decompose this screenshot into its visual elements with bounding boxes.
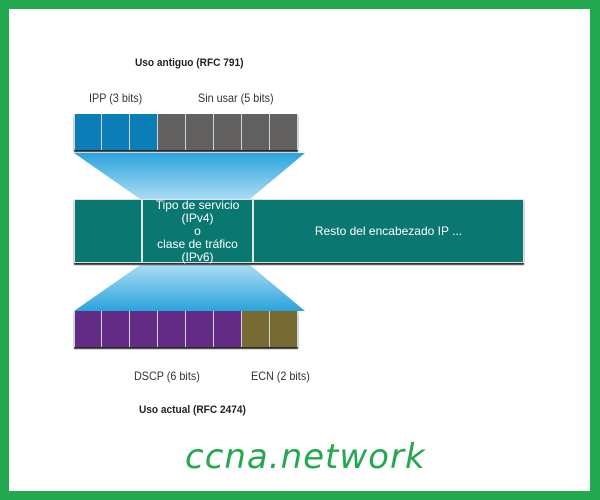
ipp-label: IPP (3 bits): [89, 91, 143, 105]
old-bit-sin-usar: [158, 114, 186, 150]
dscp-label: DSCP (6 bits): [134, 369, 200, 383]
new-bit-dscp: [74, 311, 102, 347]
old-bit-sin-usar: [242, 114, 270, 150]
new-bit-dscp: [158, 311, 186, 347]
rest-of-header-field: Resto del encabezado IP ...: [252, 200, 523, 262]
diagram-canvas: Uso antiguo (RFC 791) IPP (3 bits) Sin u…: [9, 9, 590, 491]
old-bit-sin-usar: [214, 114, 242, 150]
new-ds-bit-row: [74, 311, 298, 347]
header-leading-field: [75, 200, 141, 262]
tos-field: Tipo de servicio (IPv4) o clase de tráfi…: [141, 197, 252, 264]
bottom-funnel: [74, 265, 305, 311]
tos-label-line1: Tipo de servicio (IPv4): [155, 197, 240, 225]
old-bit-ipp: [130, 114, 158, 150]
new-bit-ecn: [242, 311, 270, 347]
old-tos-bit-row: [74, 114, 298, 150]
unused-label: Sin usar (5 bits): [198, 91, 274, 105]
watermark-logo: ccna.network: [185, 437, 426, 477]
old-bit-sin-usar: [270, 114, 298, 150]
ip-header-bar: Tipo de servicio (IPv4) o clase de tráfi…: [74, 197, 524, 264]
new-bit-dscp: [214, 311, 242, 347]
tos-label-line2: o: [194, 223, 201, 238]
top-funnel: [74, 153, 305, 199]
new-bit-dscp: [186, 311, 214, 347]
old-usage-title: Uso antiguo (RFC 791): [135, 57, 244, 69]
funnel-graphics: [74, 153, 305, 311]
ecn-label: ECN (2 bits): [251, 369, 310, 383]
current-usage-title: Uso actual (RFC 2474): [139, 404, 246, 416]
old-bit-ipp: [102, 114, 130, 150]
rest-of-header-label: Resto del encabezado IP ...: [314, 223, 463, 238]
old-bit-ipp: [74, 114, 102, 150]
old-bit-sin-usar: [186, 114, 214, 150]
tos-label-line3: clase de tráfico (IPv6): [157, 236, 238, 264]
new-bit-ecn: [270, 311, 298, 347]
new-bit-dscp: [102, 311, 130, 347]
new-bit-dscp: [130, 311, 158, 347]
